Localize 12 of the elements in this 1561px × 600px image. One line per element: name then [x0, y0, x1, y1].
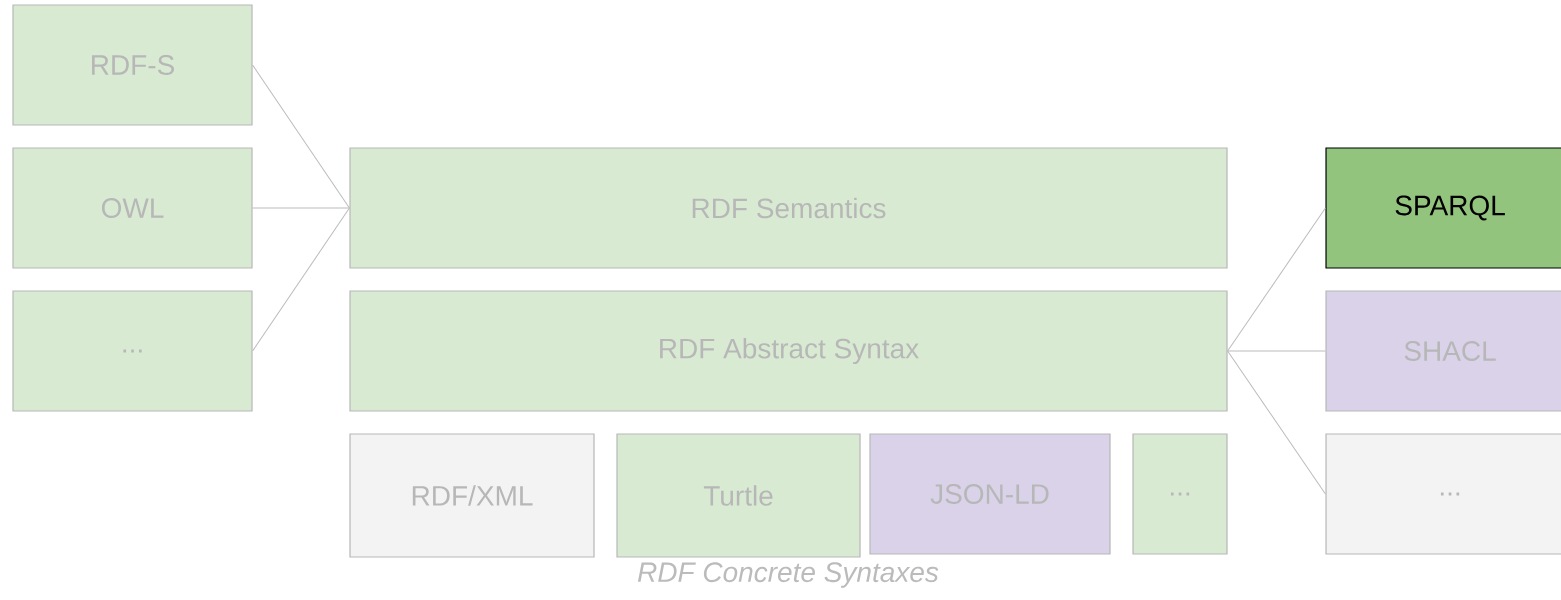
connector-line: [1227, 207, 1326, 352]
box: ...: [1325, 433, 1561, 555]
connector-line: [252, 64, 350, 209]
connector-line: [1227, 350, 1326, 352]
connector-line: [252, 207, 350, 352]
box: ...: [1132, 433, 1228, 555]
box: SPARQL: [1325, 147, 1561, 269]
connector-line: [1227, 350, 1326, 495]
group-caption: RDF Concrete Syntaxes: [637, 562, 939, 588]
box: RDF/XML: [349, 433, 595, 558]
connector-line: [252, 207, 350, 209]
box: ...: [12, 290, 253, 412]
